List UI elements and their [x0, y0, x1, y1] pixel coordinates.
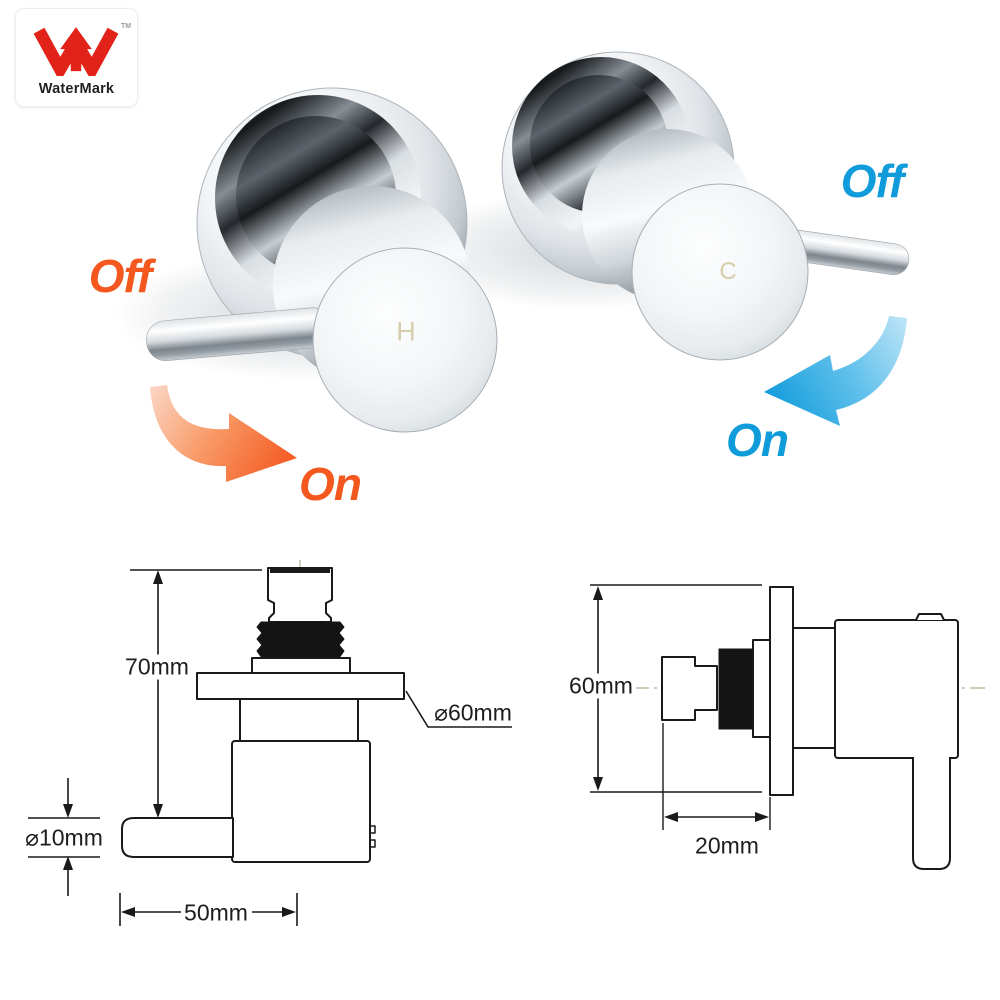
dim-front-handle-length-label: 50mm [184, 899, 248, 926]
hot-off-label: Off [88, 250, 153, 302]
front-handle [121, 817, 234, 858]
front-spindle [267, 567, 333, 623]
side-body [834, 619, 959, 759]
side-thread [718, 648, 758, 730]
cold-handle-letter: C [719, 258, 737, 285]
front-locknut [251, 657, 351, 674]
dim-side-wall-depth-label: 20mm [695, 832, 759, 859]
hot-on-label: On [299, 458, 362, 510]
front-dimension-lines [28, 569, 512, 926]
front-neck [239, 698, 359, 742]
front-thread [256, 621, 345, 659]
watermark-label: WaterMark [38, 81, 115, 97]
dim-front-height-label: 70mm [122, 654, 192, 680]
cold-tap-photo [415, 51, 910, 361]
cold-rotation-arrow-icon [764, 316, 907, 426]
front-view-diagram [28, 560, 512, 926]
side-locknut [752, 639, 771, 738]
cold-on-label: On [726, 414, 789, 466]
side-handle [912, 757, 951, 870]
hot-handle-letter: H [396, 316, 416, 347]
side-spindle [661, 656, 718, 721]
side-flange-plate [769, 586, 794, 796]
hot-tap-photo [115, 87, 498, 433]
cold-off-label: Off [840, 155, 905, 207]
watermark-w-icon [33, 27, 119, 76]
front-body [231, 740, 371, 863]
trademark-symbol: TM [121, 23, 132, 30]
hot-rotation-arrow-icon [150, 385, 297, 482]
dim-front-handle-diameter-label: ⌀10mm [22, 825, 106, 851]
watermark-certification-logo: TM WaterMark [15, 8, 138, 107]
dim-side-height-label: 60mm [566, 673, 636, 699]
side-view-diagram [578, 584, 985, 870]
dim-front-plate-diameter-label: ⌀60mm [434, 699, 512, 726]
front-flange-plate [196, 672, 405, 700]
side-neck [792, 627, 836, 749]
